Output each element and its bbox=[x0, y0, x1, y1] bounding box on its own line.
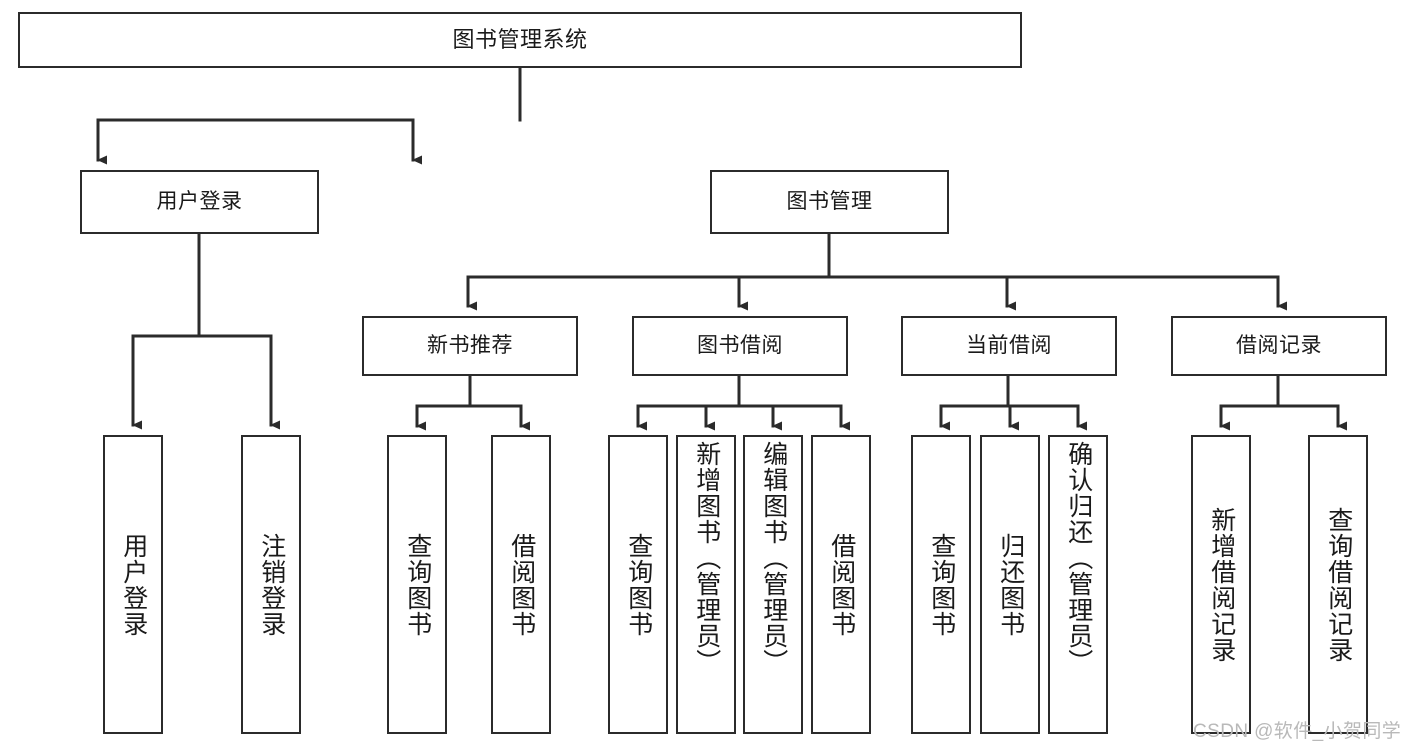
csdn-watermark: CSDN @软件_小贺同学 bbox=[1193, 721, 1402, 742]
leaf-new-book-query-book[interactable]: 查询图书 bbox=[387, 435, 447, 734]
leaf-user-login-login[interactable]: 用户登录 bbox=[103, 435, 163, 734]
leaf-book-borrow-edit-book-label: 编辑图书（管理员） bbox=[759, 441, 788, 675]
leaf-user-login-logout-label: 注销登录 bbox=[257, 532, 286, 637]
node-book-borrow[interactable]: 图书借阅 bbox=[632, 316, 848, 376]
node-borrow-records[interactable]: 借阅记录 bbox=[1171, 316, 1387, 376]
node-new-book-recommend-label: 新书推荐 bbox=[427, 333, 513, 357]
leaf-borrow-records-query-record-label: 查询借阅记录 bbox=[1324, 506, 1353, 663]
node-book-management-label: 图书管理 bbox=[786, 189, 873, 213]
node-current-borrow-label: 当前借阅 bbox=[966, 333, 1052, 357]
leaf-book-borrow-add-book-label: 新增图书（管理员） bbox=[692, 441, 721, 675]
node-root-book-management-system[interactable]: 图书管理系统 bbox=[18, 12, 1022, 68]
leaf-user-login-login-label: 用户登录 bbox=[119, 532, 148, 637]
leaf-borrow-records-query-record[interactable]: 查询借阅记录 bbox=[1308, 435, 1368, 734]
node-user-login-label: 用户登录 bbox=[156, 189, 243, 213]
leaf-book-borrow-add-book[interactable]: 新增图书（管理员） bbox=[676, 435, 736, 734]
leaf-book-borrow-borrow-book-label: 借阅图书 bbox=[827, 532, 856, 637]
node-new-book-recommend[interactable]: 新书推荐 bbox=[362, 316, 578, 376]
node-user-login[interactable]: 用户登录 bbox=[80, 170, 319, 234]
leaf-current-borrow-return-book-label: 归还图书 bbox=[996, 532, 1025, 637]
leaf-current-borrow-confirm-return[interactable]: 确认归还（管理员） bbox=[1048, 435, 1108, 734]
leaf-current-borrow-return-book[interactable]: 归还图书 bbox=[980, 435, 1040, 734]
node-book-borrow-label: 图书借阅 bbox=[697, 333, 783, 357]
leaf-book-borrow-query-book[interactable]: 查询图书 bbox=[608, 435, 668, 734]
leaf-book-borrow-edit-book[interactable]: 编辑图书（管理员） bbox=[743, 435, 803, 734]
leaf-current-borrow-confirm-return-label: 确认归还（管理员） bbox=[1064, 441, 1093, 675]
leaf-book-borrow-query-book-label: 查询图书 bbox=[624, 532, 653, 637]
leaf-borrow-records-add-record-label: 新增借阅记录 bbox=[1207, 506, 1236, 663]
node-book-management[interactable]: 图书管理 bbox=[710, 170, 949, 234]
leaf-new-book-query-book-label: 查询图书 bbox=[403, 532, 432, 637]
leaf-user-login-logout[interactable]: 注销登录 bbox=[241, 435, 301, 734]
leaf-borrow-records-add-record[interactable]: 新增借阅记录 bbox=[1191, 435, 1251, 734]
leaf-current-borrow-query-book-label: 查询图书 bbox=[927, 532, 956, 637]
leaf-current-borrow-query-book[interactable]: 查询图书 bbox=[911, 435, 971, 734]
leaf-new-book-borrow-book-label: 借阅图书 bbox=[507, 532, 536, 637]
leaf-book-borrow-borrow-book[interactable]: 借阅图书 bbox=[811, 435, 871, 734]
node-borrow-records-label: 借阅记录 bbox=[1236, 333, 1322, 357]
node-root-label: 图书管理系统 bbox=[452, 27, 588, 53]
leaf-new-book-borrow-book[interactable]: 借阅图书 bbox=[491, 435, 551, 734]
node-current-borrow[interactable]: 当前借阅 bbox=[901, 316, 1117, 376]
